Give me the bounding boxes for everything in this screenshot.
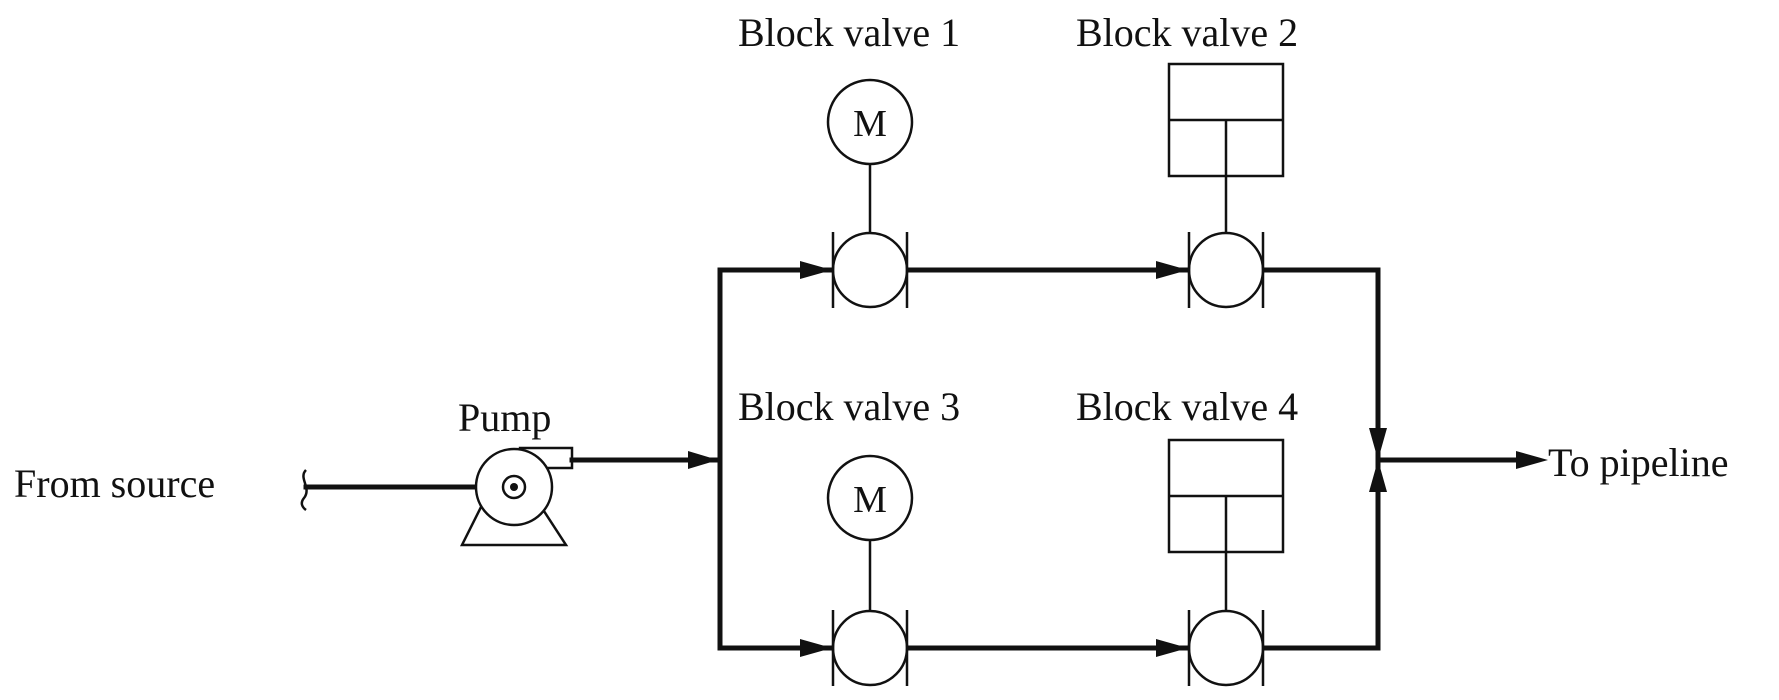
valve-4-body: [1187, 609, 1265, 687]
lower-branch: [717, 639, 1379, 657]
motor-letter-3: M: [853, 479, 887, 521]
block-valve-4: Block valve 4: [1076, 384, 1298, 687]
break-symbol: [300, 469, 308, 511]
block-valve-1: Block valve 1 M: [738, 10, 960, 309]
source-inlet: From source: [14, 461, 510, 511]
block-valve-3: Block valve 3 M: [738, 384, 960, 687]
discharge-arrow: [688, 451, 718, 469]
outlet-arrow: [1516, 451, 1548, 469]
pump: Pump: [458, 395, 574, 547]
valve-2-body: [1187, 231, 1265, 309]
valve-2-label: Block valve 2: [1076, 10, 1298, 55]
destination-label: To pipeline: [1548, 440, 1729, 485]
source-label: From source: [14, 461, 215, 506]
upper-arrow-1: [800, 261, 832, 279]
valve-1-body: [831, 231, 909, 309]
motor-letter-1: M: [853, 103, 887, 145]
block-valve-2: Block valve 2: [1076, 10, 1298, 309]
lower-arrow-1: [800, 639, 832, 657]
valve-4-label: Block valve 4: [1076, 384, 1298, 429]
outlet-arrow-up: [1369, 460, 1387, 492]
valve-1-label: Block valve 1: [738, 10, 960, 55]
outlet: To pipeline: [1375, 440, 1729, 485]
pump-impeller-ring: [501, 474, 527, 500]
valve-3-body: [831, 609, 909, 687]
pump-label: Pump: [458, 395, 551, 440]
upper-arrow-2: [1156, 261, 1188, 279]
lower-arrow-2: [1156, 639, 1188, 657]
pump-impeller-center: [510, 483, 518, 491]
outlet-arrow-down: [1369, 428, 1387, 460]
upper-branch: [717, 261, 1379, 279]
valve-3-label: Block valve 3: [738, 384, 960, 429]
